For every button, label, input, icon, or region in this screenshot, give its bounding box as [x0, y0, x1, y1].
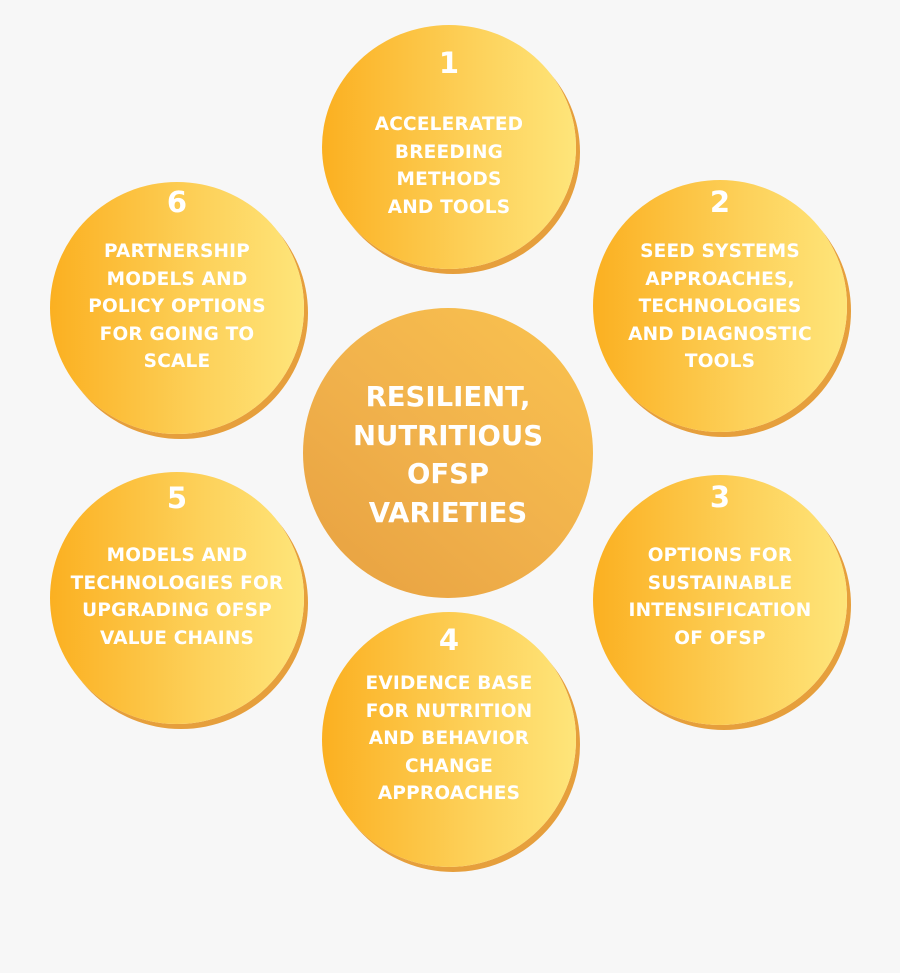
node-5-number: 5 [166, 481, 188, 515]
label-line: FOR NUTRITION [365, 700, 533, 722]
node-6-label: PARTNERSHIP MODELS AND POLICY OPTIONS FO… [50, 238, 304, 376]
label-line: FOR GOING TO [99, 323, 255, 345]
center-circle: RESILIENT, NUTRITIOUS OFSP VARIETIES [303, 308, 593, 598]
center-line: RESILIENT, [365, 381, 531, 413]
node-3-number: 3 [709, 480, 731, 514]
node-2-number: 2 [709, 185, 731, 219]
center-line: NUTRITIOUS [352, 419, 544, 452]
node-5-circle: 5 MODELS AND TECHNOLOGIES FOR UPGRADING … [50, 472, 304, 724]
node-3-circle: 3 OPTIONS FOR SUSTAINABLE INTENSIFICATIO… [593, 475, 847, 725]
label-line: SUSTAINABLE [647, 572, 793, 594]
label-line: TECHNOLOGIES FOR [70, 572, 284, 594]
center-label: RESILIENT, NUTRITIOUS OFSP VARIETIES [303, 378, 593, 532]
label-line: POLICY OPTIONS [88, 296, 266, 317]
label-line: MODELS AND [106, 545, 248, 566]
label-line: OF OFSP [674, 627, 766, 649]
label-line: SEED SYSTEMS [640, 241, 800, 262]
label-line: CHANGE [405, 755, 493, 777]
label-line: VALUE CHAINS [99, 627, 255, 649]
label-line: AND TOOLS [387, 196, 511, 218]
node-6-circle: 6 PARTNERSHIP MODELS AND POLICY OPTIONS … [50, 182, 304, 434]
label-line: AND BEHAVIOR [368, 728, 530, 749]
label-line: PARTNERSHIP [103, 241, 251, 262]
node-2-circle: 2 SEED SYSTEMS APPROACHES, TECHNOLOGIES … [593, 180, 847, 432]
label-line: METHODS [396, 169, 502, 190]
label-line: TOOLS [684, 351, 756, 372]
label-line: APPROACHES [377, 783, 521, 804]
label-line: AND DIAGNOSTIC [628, 323, 812, 345]
label-line: OPTIONS FOR [647, 545, 793, 566]
label-line: UPGRADING OFSP [82, 600, 272, 621]
node-3-label: OPTIONS FOR SUSTAINABLE INTENSIFICATION … [593, 542, 847, 652]
label-line: APPROACHES, [645, 268, 795, 290]
node-1-label: ACCELERATED BREEDING METHODS AND TOOLS [322, 111, 576, 221]
node-4-number: 4 [438, 623, 460, 657]
node-2-label: SEED SYSTEMS APPROACHES, TECHNOLOGIES AN… [593, 238, 847, 376]
node-1-number: 1 [438, 46, 460, 80]
node-4-circle: 4 EVIDENCE BASE FOR NUTRITION AND BEHAVI… [322, 612, 576, 867]
label-line: ACCELERATED [374, 114, 524, 135]
center-line: OFSP [406, 458, 490, 490]
node-5-label: MODELS AND TECHNOLOGIES FOR UPGRADING OF… [50, 542, 304, 652]
label-line: EVIDENCE BASE [365, 673, 533, 694]
label-line: SCALE [143, 351, 211, 372]
center-line: VARIETIES [368, 496, 528, 529]
label-line: MODELS AND [106, 268, 248, 290]
label-line: TECHNOLOGIES [638, 296, 802, 317]
label-line: INTENSIFICATION [628, 600, 812, 621]
node-6-number: 6 [166, 185, 188, 219]
node-4-label: EVIDENCE BASE FOR NUTRITION AND BEHAVIOR… [322, 670, 576, 808]
label-line: BREEDING [394, 141, 504, 163]
node-1-circle: 1 ACCELERATED BREEDING METHODS AND TOOLS [322, 25, 576, 269]
